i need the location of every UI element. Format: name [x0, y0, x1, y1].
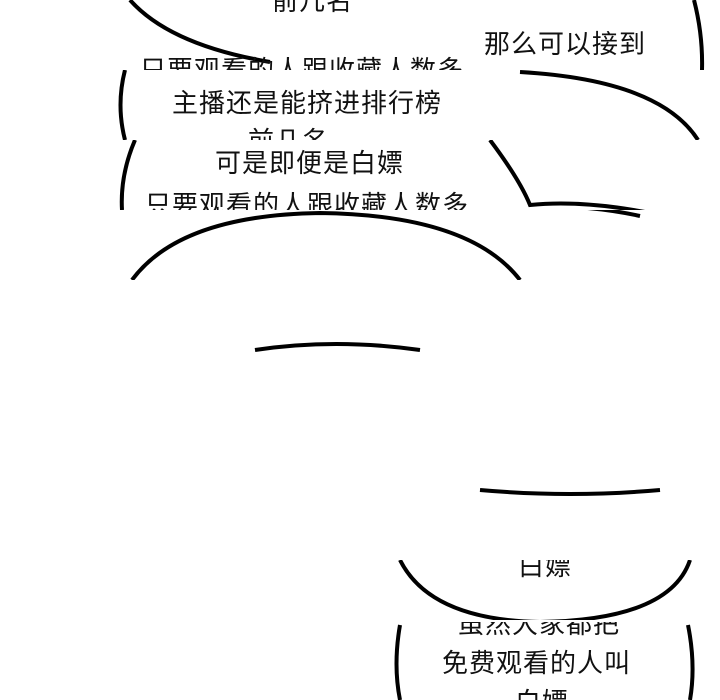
bubble-outline — [398, 560, 692, 620]
dialogue-line: 白嫖 — [515, 688, 569, 700]
bubble-outline — [254, 342, 421, 352]
dialogue-line: 那么可以接到 — [484, 30, 647, 60]
dialogue-line: 免费观看的人叫 — [442, 649, 632, 679]
bubble-outline — [394, 624, 402, 700]
dialogue-line: 只要观看的人跟收藏人数多 — [145, 191, 470, 210]
bubble-outline — [119, 140, 137, 210]
dialogue-line: 主播还是能挤进排行榜 — [172, 89, 443, 119]
bubble-outline — [488, 140, 646, 210]
bubble-outline — [128, 0, 271, 64]
bubble-outline — [587, 210, 641, 218]
bubble-outline — [692, 0, 705, 70]
bubble-outline — [130, 210, 522, 280]
dialogue-line: 虽然大家都把 — [458, 622, 621, 640]
bubble-outline — [686, 624, 695, 700]
dialogue-line: 只要观看的人跟收藏人数多 — [140, 56, 464, 70]
dialogue-line: 白嫖 — [518, 560, 573, 582]
dialogue-line: 前几名 — [272, 0, 354, 17]
bubble-outline — [519, 70, 700, 140]
bubble-outline — [118, 70, 127, 140]
bubble-outline — [479, 488, 661, 496]
dialogue-line: 可是即便是白嫖 — [215, 149, 405, 179]
dialogue-line: 前几名 — [248, 127, 329, 140]
